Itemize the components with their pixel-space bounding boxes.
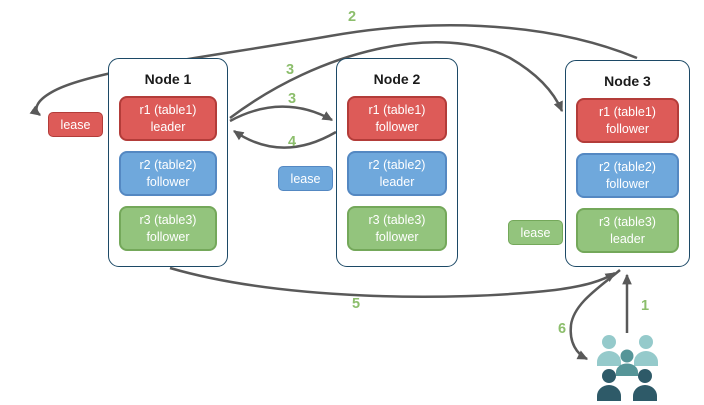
- node2-replica-r1: r1 (table1) follower: [347, 96, 447, 141]
- replica-role: follower: [605, 121, 650, 136]
- node3-replica-r1: r1 (table1) follower: [576, 98, 679, 143]
- node1-replica-r1: r1 (table1) leader: [119, 96, 217, 141]
- step-label-6: 6: [557, 321, 567, 337]
- user-front-right: [633, 369, 657, 401]
- node1-replica-r3: r3 (table3) follower: [119, 206, 217, 251]
- user-back-left: [597, 335, 621, 366]
- node2-replica-r2: r2 (table2) leader: [347, 151, 447, 196]
- step-label-1: 1: [640, 298, 650, 314]
- node-3: Node 3 r1 (table1) follower r2 (table2) …: [565, 60, 690, 267]
- arrow-step5-node1-to-node3: [169, 266, 617, 299]
- step-label-2: 2: [347, 9, 357, 25]
- lease-chip-red: lease: [48, 112, 103, 137]
- replica-name: r3 (table3): [599, 215, 656, 229]
- replica-name: r2 (table2): [139, 158, 197, 172]
- node3-replica-r3: r3 (table3) leader: [576, 208, 679, 253]
- user-back-right: [634, 335, 658, 366]
- replica-role: follower: [146, 229, 190, 244]
- replica-role: follower: [146, 174, 190, 189]
- arrow-step3-node1-to-node2: [229, 105, 334, 123]
- step-label-3b: 3: [287, 91, 297, 107]
- users-group-icon: [597, 335, 658, 401]
- node1-replica-r2: r2 (table2) follower: [119, 151, 217, 196]
- user-front-left: [597, 369, 621, 401]
- node-2-title: Node 2: [373, 71, 421, 87]
- replica-name: r2 (table2): [368, 158, 426, 172]
- replica-name: r1 (table1): [599, 105, 656, 119]
- replica-role: follower: [375, 119, 419, 134]
- node3-replica-r2: r2 (table2) follower: [576, 153, 679, 198]
- replica-name: r1 (table1): [139, 103, 197, 117]
- node-1-title: Node 1: [144, 71, 192, 87]
- replica-role: follower: [375, 229, 419, 244]
- node-1: Node 1 r1 (table1) leader r2 (table2) fo…: [108, 58, 228, 267]
- replica-name: r1 (table1): [368, 103, 426, 117]
- replica-role: follower: [605, 176, 650, 191]
- node-2: Node 2 r1 (table1) follower r2 (table2) …: [336, 58, 458, 267]
- replica-role: leader: [610, 231, 645, 246]
- replica-role: leader: [150, 119, 186, 134]
- node-3-title: Node 3: [604, 73, 651, 89]
- step-label-4: 4: [287, 134, 297, 150]
- lease-chip-blue: lease: [278, 166, 333, 191]
- lease-chip-green: lease: [508, 220, 563, 245]
- user-center: [616, 349, 638, 376]
- step-label-5: 5: [351, 296, 361, 312]
- node2-replica-r3: r3 (table3) follower: [347, 206, 447, 251]
- replica-name: r3 (table3): [139, 213, 197, 227]
- replica-role: leader: [379, 174, 415, 189]
- replica-name: r3 (table3): [368, 213, 426, 227]
- replica-name: r2 (table2): [599, 160, 656, 174]
- arrow-step4-node2-to-node1: [233, 129, 337, 149]
- step-label-3a: 3: [285, 62, 295, 78]
